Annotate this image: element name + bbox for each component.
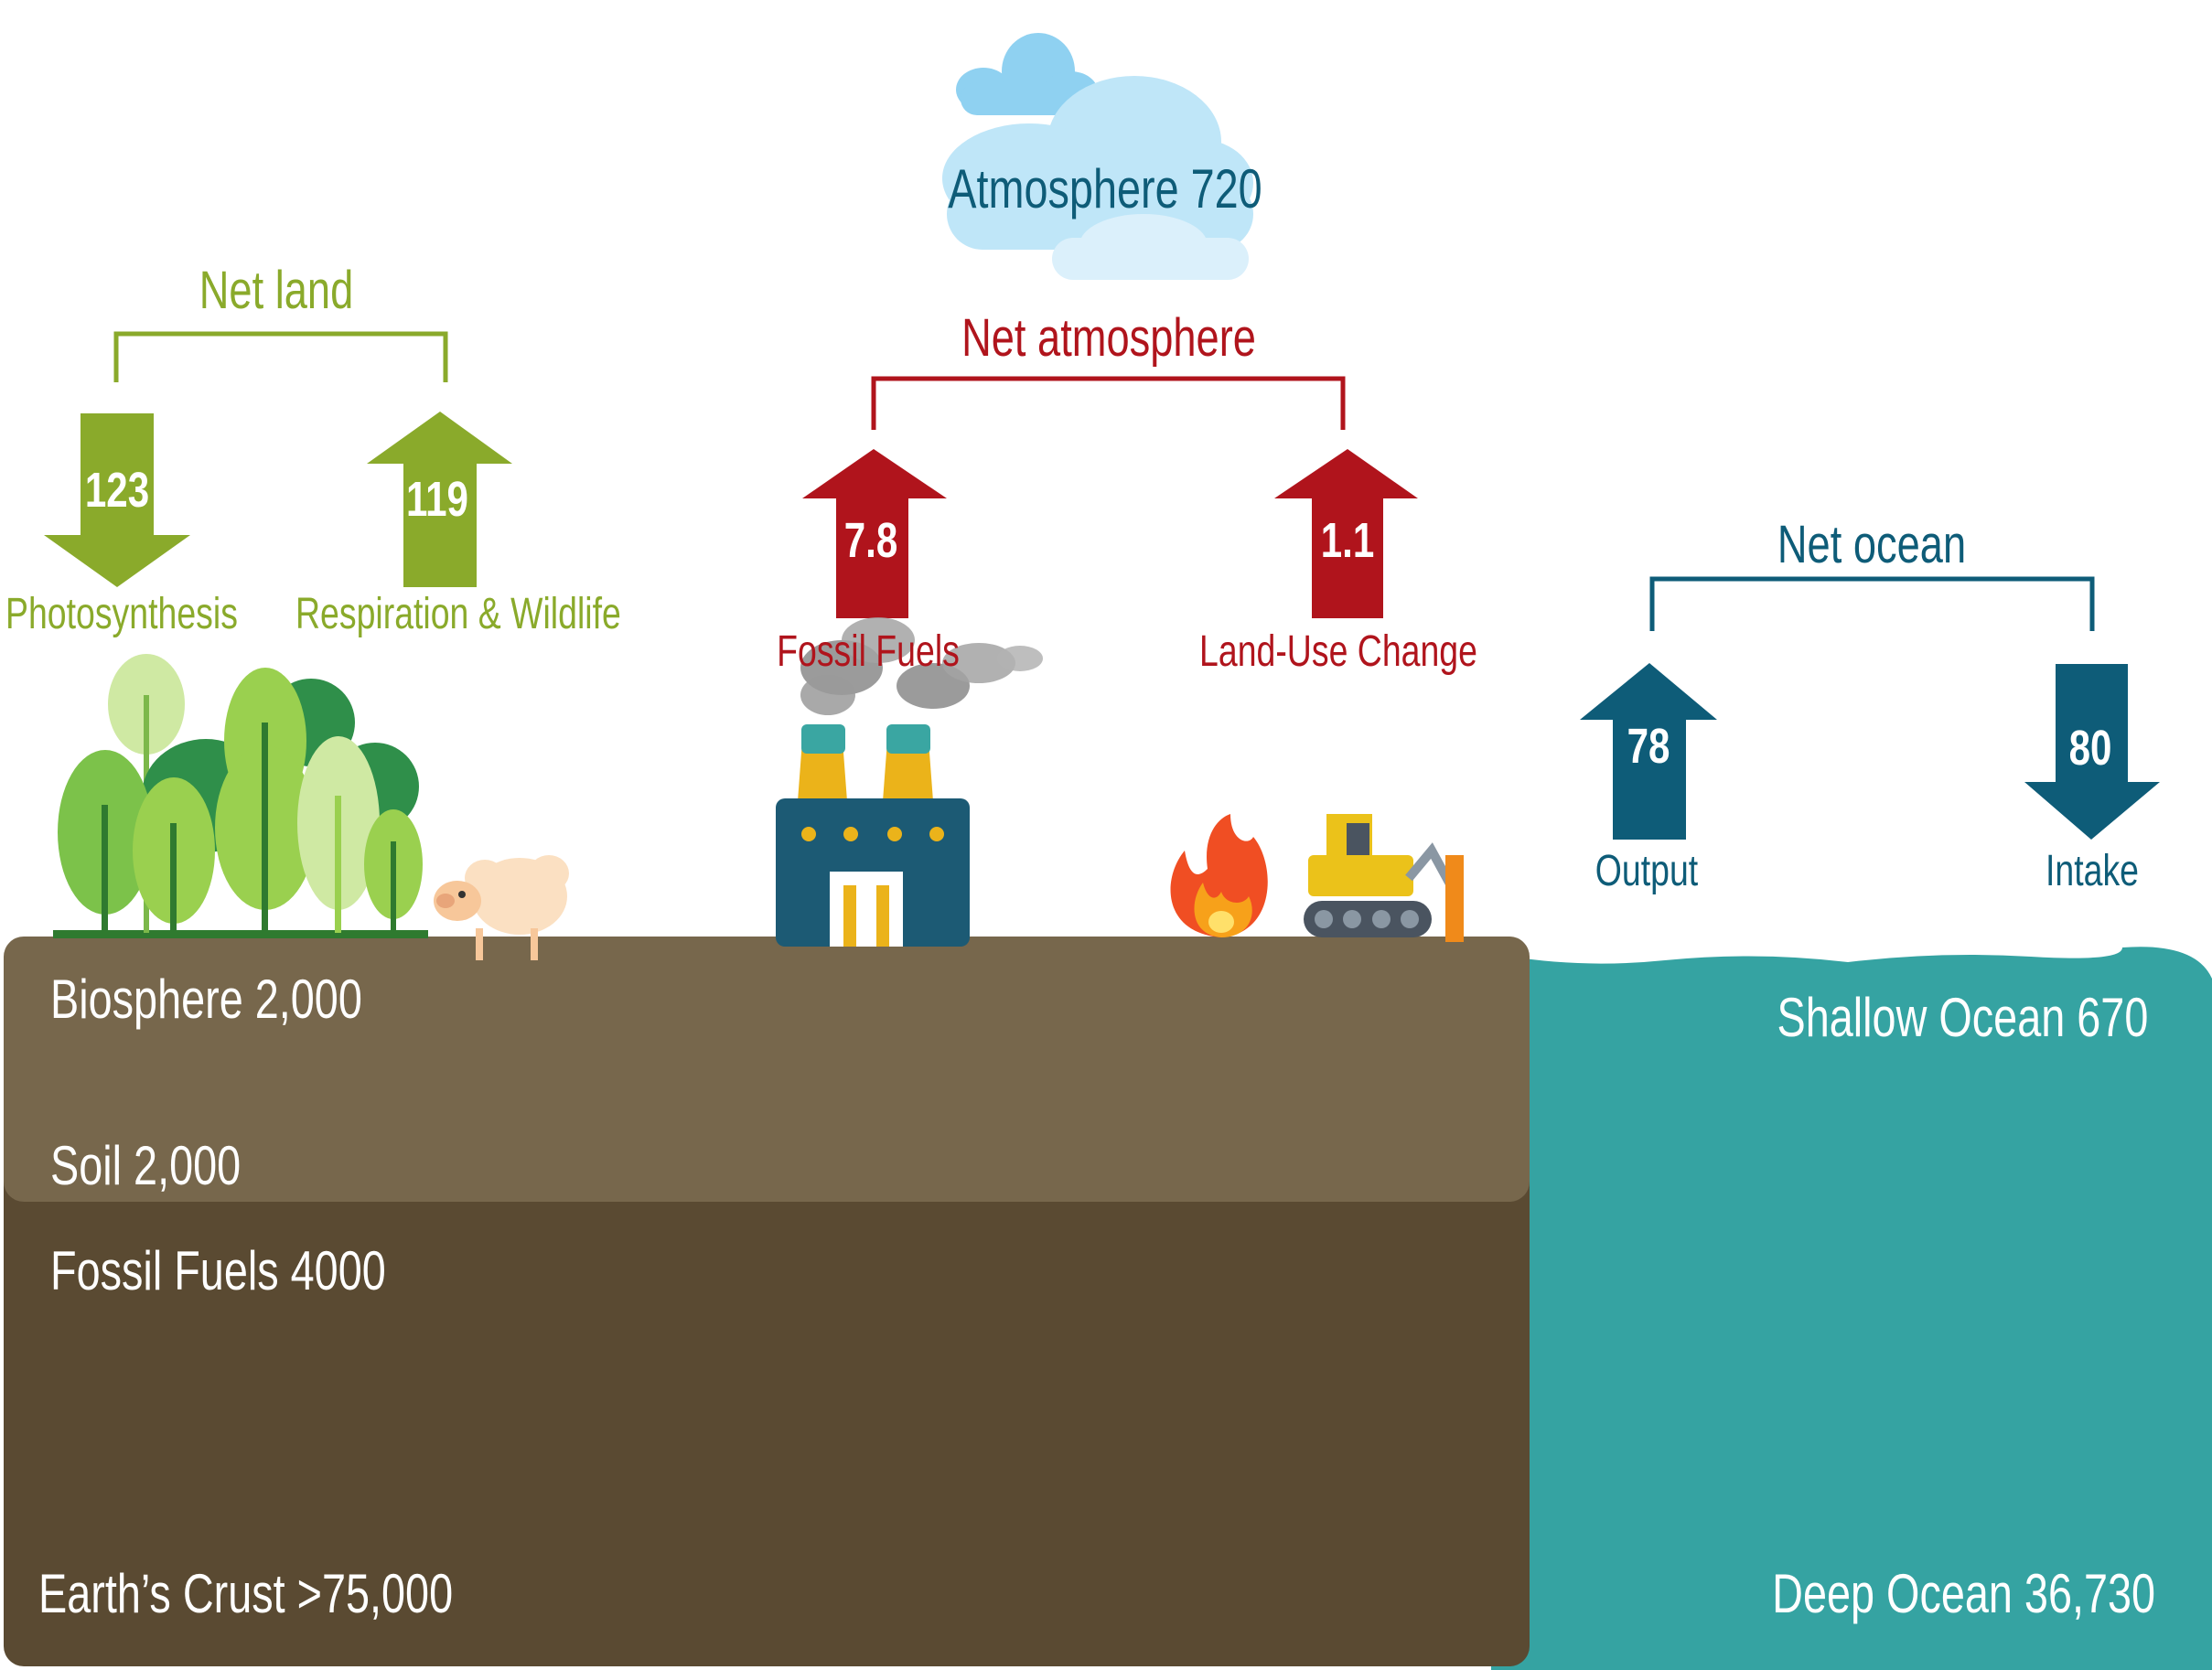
ocean-intake-label: Intake: [2046, 847, 2139, 895]
soil-label: Soil 2,000: [50, 1135, 242, 1196]
net-ocean-label: Net ocean: [1777, 515, 1967, 574]
ocean-output-value: 78: [1627, 719, 1670, 774]
bulldozer-icon: [1304, 814, 1464, 942]
net-land-bracket: [113, 331, 448, 382]
fossil-fuels-reservoir-label: Fossil Fuels 4000: [50, 1240, 386, 1301]
cloud-icon: [942, 33, 1253, 280]
fossil-fuels-arrow: [802, 449, 947, 618]
fossil-fuels-value: 7.8: [843, 513, 898, 568]
ocean-intake-arrow: [2024, 664, 2160, 840]
ocean-output-arrow: [1580, 663, 1717, 840]
ocean-area: [1491, 947, 2212, 1670]
forest-icon: [53, 654, 428, 938]
respiration-value: 119: [406, 472, 468, 527]
land-layer-surface: [4, 937, 1530, 1202]
atmosphere-label: Atmosphere 720: [948, 158, 1262, 219]
net-land-label: Net land: [199, 261, 354, 320]
biosphere-label: Biosphere 2,000: [50, 969, 362, 1030]
earths-crust-label: Earth’s Crust >75,000: [38, 1563, 454, 1624]
photosynthesis-arrow: [44, 413, 190, 587]
fossil-fuels-label: Fossil Fuels: [777, 627, 960, 676]
shallow-ocean-label: Shallow Ocean 670: [1777, 987, 2148, 1048]
net-atmosphere-label: Net atmosphere: [961, 308, 1256, 368]
respiration-arrow: [367, 412, 512, 587]
land-layer-deep: [4, 1143, 1530, 1666]
photosynthesis-label: Photosynthesis: [5, 590, 238, 638]
fire-icon: [1170, 814, 1268, 937]
sheep-icon: [434, 855, 569, 960]
ocean-intake-value: 80: [2068, 721, 2112, 776]
photosynthesis-value: 123: [84, 463, 150, 518]
land-use-arrow: [1274, 449, 1418, 618]
factory-icon: [776, 617, 1043, 947]
land-use-label: Land-Use Change: [1199, 627, 1477, 676]
deep-ocean-label: Deep Ocean 36,730: [1772, 1563, 2155, 1624]
respiration-label: Respiration & Wildlife: [295, 590, 621, 638]
net-ocean-bracket: [1649, 576, 2095, 631]
ocean-output-label: Output: [1595, 847, 1699, 895]
net-atmosphere-bracket: [871, 376, 1346, 430]
land-use-value: 1.1: [1320, 513, 1375, 568]
